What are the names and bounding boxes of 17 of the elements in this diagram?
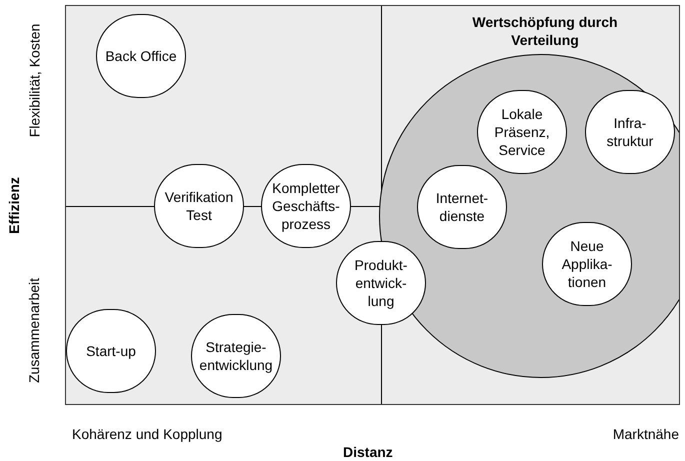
circle-label: Lokale Präsenz, Service xyxy=(493,105,551,159)
circle-label: Neue Applika-tionen xyxy=(560,237,614,291)
axis-label: Kohärenz und Kopplung xyxy=(72,425,222,444)
axis-title: Distanz xyxy=(343,443,393,461)
heading: Wertschöpfung durch Verteilung xyxy=(471,13,619,49)
axis-label: Zusammenarbeit xyxy=(26,277,44,383)
circle-label: Internet-dienste xyxy=(434,189,490,225)
circle-label: Verifikation Test xyxy=(164,188,234,224)
circle-label: Back Office xyxy=(105,47,177,65)
axis-title: Effizienz xyxy=(4,176,22,234)
circle-label: Infra-struktur xyxy=(606,114,654,150)
circle-label: Strategie-entwicklung xyxy=(198,338,274,374)
circle-label: Kompletter Geschäfts-prozess xyxy=(271,179,341,233)
circle-label: Produkt-entwick-lung xyxy=(354,256,408,310)
axis-label: Flexibilität, Kosten xyxy=(26,23,44,137)
axis-label: Marktnähe xyxy=(612,425,679,444)
circle-label: Start-up xyxy=(86,342,136,360)
